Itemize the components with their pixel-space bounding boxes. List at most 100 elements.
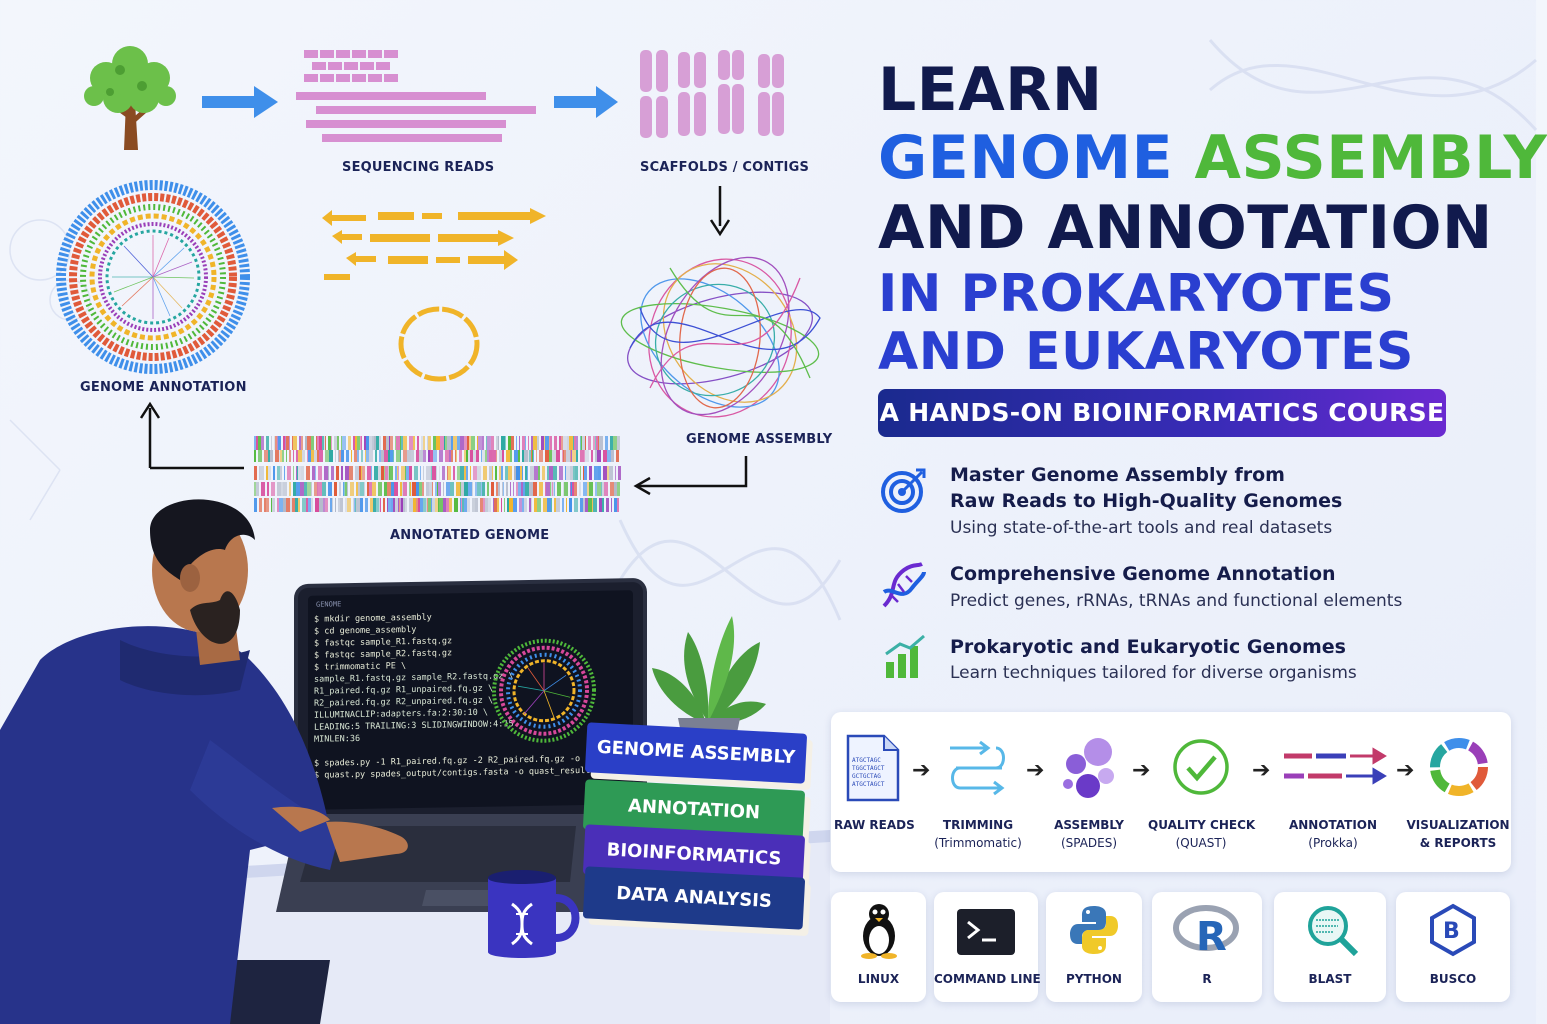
genome-annotation-label: GENOME ANNOTATION [80, 380, 247, 395]
terminal-window: GENOME $ mkdir genome_assembly$ cd genom… [308, 590, 652, 810]
tool-name: PYTHON [1066, 972, 1122, 986]
tool-card-blast: BLAST [1274, 892, 1386, 1002]
feature-3-desc: Learn techniques tailored for diverse or… [950, 663, 1357, 683]
linux-penguin-icon [861, 904, 897, 959]
trimming-icon [950, 740, 1005, 796]
book-title: ANNOTATION [627, 795, 761, 824]
title-line-5: AND EUKARYOTES [878, 322, 1414, 382]
r-logo-icon: R [1173, 905, 1239, 960]
svg-text:R: R [1196, 914, 1227, 960]
assembly-icon [1063, 738, 1114, 798]
step-sub: (Prokka) [1308, 836, 1358, 850]
feature-1-title-line2: Raw Reads to High-Quality Genomes [950, 490, 1343, 512]
python-logo-icon [1070, 906, 1118, 954]
student-figure [0, 499, 408, 1024]
workflow-step-assembly: ASSEMBLY (SPADES) [1046, 816, 1132, 852]
raw-reads-seq: ATGCTAGCT [852, 781, 885, 788]
check-circle-icon [1173, 739, 1229, 795]
dna-mug-icon [488, 870, 580, 958]
raw-reads-seq: ATGCTAGC [852, 757, 881, 764]
potted-plant [652, 616, 766, 738]
scaffolds-graphic [640, 50, 784, 138]
tool-name: BLAST [1308, 972, 1352, 986]
step-label: RAW READS [834, 818, 915, 832]
sequencing-reads-label: SEQUENCING READS [342, 160, 495, 175]
title-line-2: GENOME ASSEMBLY [878, 128, 1547, 188]
tool-name: BUSCO [1429, 972, 1477, 986]
book-title: DATA ANALYSIS [615, 882, 773, 913]
terminal-circos-plot [492, 638, 596, 743]
feature-1-title-line1: Master Genome Assembly from [950, 464, 1285, 486]
genome-annotation-circos [56, 180, 250, 374]
tool-card-command-line: COMMAND LINE [934, 892, 1041, 1002]
step-label: ANNOTATION [1288, 818, 1378, 832]
tool-card-linux: LINUX [831, 892, 926, 1002]
title-line-1: LEARN [878, 55, 1103, 125]
tool-card-python: PYTHON [1046, 892, 1142, 1002]
sequencing-reads-graphic [296, 50, 536, 142]
arrow-down-icon [709, 186, 731, 237]
tool-name: R [1202, 972, 1212, 986]
step-label: VISUALIZATION [1406, 818, 1510, 832]
workflow-arrow-icon: ➔ [1132, 758, 1151, 783]
feature-2-title: Comprehensive Genome Annotation [950, 563, 1336, 585]
step-label: QUALITY CHECK [1148, 818, 1256, 832]
feature-1-desc: Using state-of-the-art tools and real da… [950, 518, 1333, 538]
target-icon [881, 468, 926, 513]
terminal-prompt-icon [957, 909, 1015, 955]
arrow-up-connector-icon [139, 401, 244, 470]
raw-reads-seq: GCTGCTAG [852, 773, 881, 780]
step-label-2: & REPORTS [1419, 836, 1497, 850]
tool-name: COMMAND LINE [934, 972, 1041, 986]
book-title: GENOME ASSEMBLY [596, 736, 796, 769]
step-sub: (QUAST) [1175, 836, 1227, 850]
annotated-genome-tracks [254, 436, 621, 512]
title-genome: GENOME [878, 123, 1195, 193]
feature-2-desc: Predict genes, rRNAs, tRNAs and function… [950, 591, 1403, 611]
busco-hexagon-icon: B [1430, 903, 1476, 957]
workflow-step-raw-reads: RAW READS [834, 816, 915, 834]
tool-name: LINUX [857, 972, 900, 986]
circular-plasmid-icon [398, 306, 480, 382]
workflow-step-annotation: ANNOTATION (Prokka) [1284, 816, 1382, 852]
genome-assembly-label: GENOME ASSEMBLY [686, 432, 833, 447]
step-label: TRIMMING [942, 818, 1014, 832]
workflow-arrow-icon: ➔ [1396, 758, 1415, 783]
laptop-screen: GENOME $ mkdir genome_assembly$ cd genom… [298, 581, 652, 821]
visualization-donut-icon [1430, 738, 1488, 796]
workflow-arrow-icon: ➔ [1252, 758, 1271, 783]
workflow-arrow-icon: ➔ [1026, 758, 1045, 783]
svg-text:B: B [1443, 919, 1460, 944]
scaffolds-label: SCAFFOLDS / CONTIGS [640, 160, 810, 175]
title-line-4: IN PROKARYOTES [878, 264, 1395, 324]
workflow-step-quality-check: QUALITY CHECK (QUAST) [1148, 816, 1256, 852]
gene-annotation-icon [1284, 747, 1387, 785]
raw-reads-document-icon: ATGCTAGC TGGCTAGCT GCTGCTAG ATGCTAGCT [846, 734, 900, 802]
arrow-left-connector-icon [633, 456, 748, 496]
arrow-right-icon [202, 86, 278, 118]
raw-reads-seq: TGGCTAGCT [852, 765, 885, 772]
feature-3-title: Prokaryotic and Eukaryotic Genomes [950, 636, 1346, 658]
bar-chart-icon [885, 634, 925, 678]
workflow-step-visualization: VISUALIZATION & REPORTS [1406, 816, 1510, 852]
workflow-step-trimming: TRIMMING (Trimmomatic) [930, 816, 1026, 852]
step-sub: (SPADES) [1060, 836, 1118, 850]
gene-annotation-tracks [322, 208, 546, 280]
tool-card-r: R R [1152, 892, 1262, 1002]
workflow-arrow-icon: ➔ [912, 758, 931, 783]
arrow-right-icon [554, 86, 618, 118]
title-assembly: ASSEMBLY [1194, 123, 1547, 193]
course-subtitle-badge: A HANDS-ON BIOINFORMATICS COURSE [878, 389, 1446, 437]
magnifier-search-icon [1308, 906, 1359, 957]
annotated-genome-label: ANNOTATED GENOME [390, 528, 550, 543]
step-sub: (Trimmomatic) [934, 836, 1022, 850]
workflow-card [831, 712, 1511, 872]
tool-card-busco: B BUSCO [1396, 892, 1510, 1002]
tree-icon [84, 46, 176, 150]
title-line-3: AND ANNOTATION [878, 193, 1493, 263]
dna-icon [882, 562, 926, 608]
step-label: ASSEMBLY [1054, 818, 1124, 832]
book-title: BIOINFORMATICS [606, 839, 782, 870]
genome-assembly-graph [620, 256, 821, 418]
